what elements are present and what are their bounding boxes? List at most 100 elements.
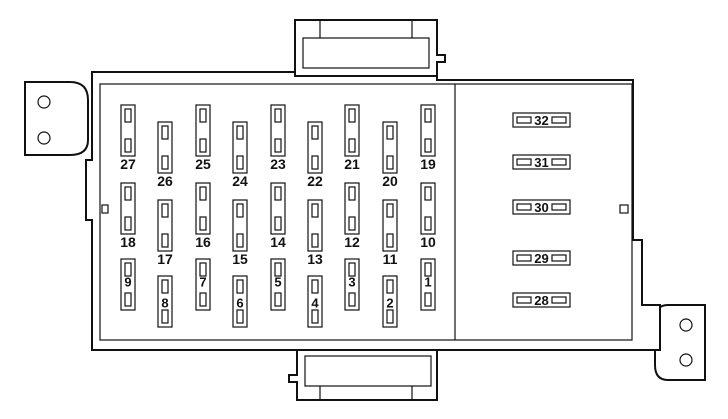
fuse-17[interactable]: 17 <box>157 199 173 267</box>
fuse-body <box>512 112 571 128</box>
fuse-terminal <box>124 216 132 231</box>
fuse-15[interactable]: 15 <box>232 199 248 267</box>
fuse-terminal <box>199 262 207 277</box>
fuse-body <box>420 182 436 235</box>
fuse-3[interactable]: 3 <box>344 258 360 311</box>
fuse-body <box>382 199 398 252</box>
fuse-terminal <box>311 309 319 324</box>
fuse-terminal <box>236 233 244 248</box>
fuse-body <box>307 275 323 328</box>
fuse-26[interactable]: 26 <box>157 121 173 189</box>
fuse-number-label: 9 <box>124 275 131 290</box>
fuse-terminal <box>199 108 207 123</box>
fuse-31[interactable]: 31 <box>512 154 571 170</box>
fuse-number-label: 16 <box>195 234 211 250</box>
fuse-number-label: 32 <box>534 113 548 128</box>
fuse-21[interactable]: 21 <box>344 104 360 172</box>
fuse-body <box>157 121 173 174</box>
fuse-body <box>232 275 248 328</box>
fuse-terminal <box>274 216 282 231</box>
fuse-9[interactable]: 9 <box>120 258 136 311</box>
fuse-number-label: 18 <box>120 234 136 250</box>
fuse-28[interactable]: 28 <box>512 292 571 308</box>
fuse-1[interactable]: 1 <box>420 258 436 311</box>
fuse-body <box>195 258 211 311</box>
fuse-terminal <box>311 279 319 294</box>
fuse-5[interactable]: 5 <box>270 258 286 311</box>
fuse-terminal <box>386 155 394 170</box>
fuse-terminal <box>386 233 394 248</box>
fuse-11[interactable]: 11 <box>382 199 398 267</box>
fuse-body <box>120 258 136 311</box>
fuse-terminal <box>516 203 532 211</box>
fuse-body <box>420 104 436 157</box>
fuse-number-label: 2 <box>386 296 393 311</box>
fuse-14[interactable]: 14 <box>270 182 286 250</box>
fuse-number-label: 12 <box>344 234 360 250</box>
fuse-6[interactable]: 6 <box>232 275 248 328</box>
fuse-body <box>232 199 248 252</box>
fuse-2[interactable]: 2 <box>382 275 398 328</box>
fuse-terminal <box>348 262 356 277</box>
fuse-terminal <box>161 233 169 248</box>
fuse-13[interactable]: 13 <box>307 199 323 267</box>
fuse-body <box>157 275 173 328</box>
fuse-18[interactable]: 18 <box>120 182 136 250</box>
fuse-number-label: 23 <box>270 156 286 172</box>
fuse-number-label: 5 <box>274 275 281 290</box>
fuse-terminal <box>348 186 356 201</box>
fuse-terminal <box>551 158 567 166</box>
fuse-terminal <box>274 186 282 201</box>
fuse-25[interactable]: 25 <box>195 104 211 172</box>
fuse-body <box>307 199 323 252</box>
fuse-23[interactable]: 23 <box>270 104 286 172</box>
fuse-terminal <box>199 292 207 307</box>
fuse-30[interactable]: 30 <box>512 199 571 215</box>
fuse-terminal <box>274 292 282 307</box>
fuse-number-label: 14 <box>270 234 286 250</box>
fuse-terminal <box>236 309 244 324</box>
fuse-body <box>382 121 398 174</box>
fuse-27[interactable]: 27 <box>120 104 136 172</box>
fuse-10[interactable]: 10 <box>420 182 436 250</box>
fuse-body <box>420 258 436 311</box>
fuse-20[interactable]: 20 <box>382 121 398 189</box>
fuse-terminal <box>551 116 567 124</box>
fuse-22[interactable]: 22 <box>307 121 323 189</box>
fuse-terminal <box>274 262 282 277</box>
fuse-7[interactable]: 7 <box>195 258 211 311</box>
fuse-terminal <box>161 203 169 218</box>
fuse-8[interactable]: 8 <box>157 275 173 328</box>
fuse-terminal <box>348 108 356 123</box>
fuse-body <box>195 182 211 235</box>
fuse-terminal <box>236 155 244 170</box>
fuse-16[interactable]: 16 <box>195 182 211 250</box>
fuse-terminal <box>199 216 207 231</box>
fuse-24[interactable]: 24 <box>232 121 248 189</box>
fuse-terminal <box>348 138 356 153</box>
fuse-19[interactable]: 19 <box>420 104 436 172</box>
fuse-body <box>512 292 571 308</box>
fuse-number-label: 25 <box>195 156 211 172</box>
fuse-terminal <box>311 125 319 140</box>
fuse-32[interactable]: 32 <box>512 112 571 128</box>
fuse-body <box>344 104 360 157</box>
fuse-terminal <box>236 279 244 294</box>
fuse-terminal <box>274 138 282 153</box>
fuse-terminal <box>311 155 319 170</box>
fuse-terminal <box>424 262 432 277</box>
fuse-29[interactable]: 29 <box>512 250 571 266</box>
fuse-12[interactable]: 12 <box>344 182 360 250</box>
fuse-terminal <box>161 155 169 170</box>
fuse-number-label: 21 <box>344 156 360 172</box>
fuse-terminal <box>551 203 567 211</box>
fuse-terminal <box>199 138 207 153</box>
fuse-4[interactable]: 4 <box>307 275 323 328</box>
fuse-number-label: 6 <box>236 296 243 311</box>
fuse-number-label: 4 <box>311 296 319 311</box>
fuse-terminal <box>236 125 244 140</box>
housing-outline <box>24 19 706 401</box>
fuse-terminal <box>516 296 532 304</box>
fuse-terminal <box>386 125 394 140</box>
